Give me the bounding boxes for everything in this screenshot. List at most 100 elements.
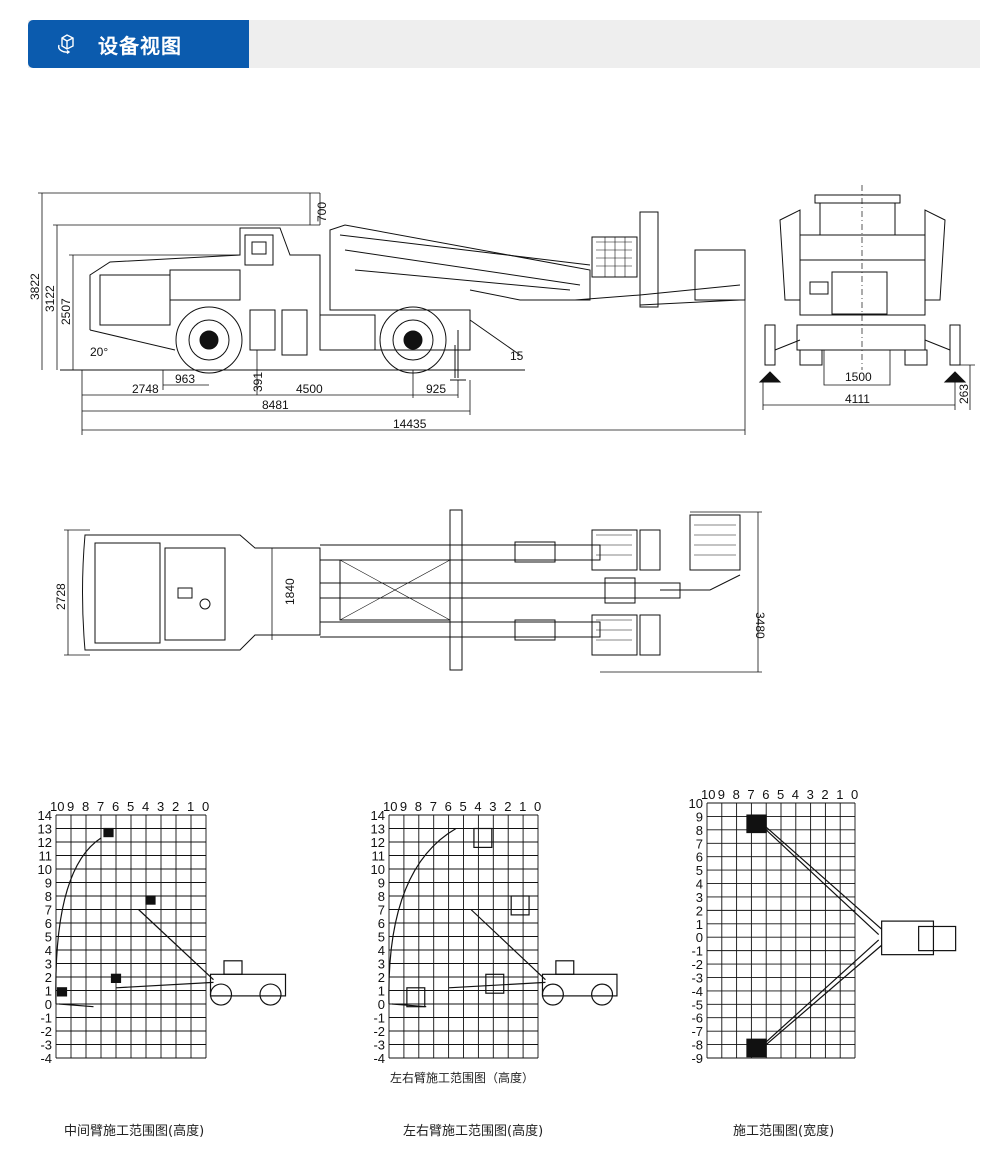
y-tick-label: -5 <box>691 997 703 1012</box>
dim-391: 391 <box>251 372 265 392</box>
x-tick-label: 8 <box>733 787 740 802</box>
y-tick-label: 11 <box>372 849 386 864</box>
top-view: 2728 1840 3480 <box>54 509 767 673</box>
x-tick-label: 10 <box>50 799 64 814</box>
x-tick-label: 1 <box>519 799 526 814</box>
boom-arms <box>758 822 883 1050</box>
x-tick-label: 4 <box>474 799 481 814</box>
y-tick-label: -8 <box>691 1038 703 1053</box>
y-tick-label: 0 <box>378 997 385 1012</box>
x-tick-label: 5 <box>777 787 784 802</box>
y-tick-label: 3 <box>45 957 52 972</box>
dim-2728: 2728 <box>54 583 68 610</box>
y-tick-label: 4 <box>696 877 703 892</box>
dim-top-700: 700 <box>315 202 329 222</box>
y-tick-label: 13 <box>38 822 52 837</box>
y-tick-label: 3 <box>378 957 385 972</box>
x-tick-label: 2 <box>504 799 511 814</box>
y-tick-label: 6 <box>378 916 385 931</box>
3d-cube-rotate-icon <box>57 34 74 55</box>
chart-caption-width: 施工范围图(宽度) <box>733 1124 835 1139</box>
y-tick-label: -1 <box>373 1011 385 1026</box>
y-tick-label: 8 <box>378 889 385 904</box>
y-tick-label: -1 <box>40 1011 52 1026</box>
boom-positions <box>391 909 546 1008</box>
y-tick-label: 9 <box>696 809 703 824</box>
x-tick-label: 6 <box>445 799 452 814</box>
section-tab: 设备视图 <box>28 20 249 68</box>
y-tick-label: 9 <box>378 876 385 891</box>
y-tick-label: 2 <box>378 970 385 985</box>
y-tick-label: -6 <box>691 1011 703 1026</box>
side-view: 3822 3122 2507 700 20° 15 963 2748 391 4… <box>28 192 746 435</box>
x-tick-label: 1 <box>836 787 843 802</box>
boom-positions <box>58 909 214 1008</box>
dim-14435: 14435 <box>393 417 427 431</box>
dim-963: 963 <box>175 372 195 386</box>
y-tick-label: 4 <box>45 943 52 958</box>
y-tick-label: -7 <box>691 1024 703 1039</box>
y-tick-label: -3 <box>691 970 703 985</box>
dim-total-height: 3822 <box>28 273 42 300</box>
y-tick-label: 8 <box>696 823 703 838</box>
x-tick-label: 0 <box>534 799 541 814</box>
y-tick-label: -9 <box>691 1051 703 1066</box>
y-tick-label: 2 <box>696 903 703 918</box>
dim-8481: 8481 <box>262 398 289 412</box>
x-tick-label: 4 <box>792 787 799 802</box>
y-tick-label: 7 <box>378 903 385 918</box>
y-tick-label: 1 <box>378 984 385 999</box>
platform-upper <box>746 814 767 834</box>
y-tick-label: 8 <box>45 889 52 904</box>
x-tick-label: 7 <box>97 799 104 814</box>
y-tick-label: 5 <box>378 930 385 945</box>
dim-2748: 2748 <box>132 382 159 396</box>
chart-inner-caption: 左右臂施工范围图（高度） <box>390 1071 535 1085</box>
dim-1840: 1840 <box>283 578 297 605</box>
y-tick-label: -2 <box>691 957 703 972</box>
x-tick-label: 9 <box>67 799 74 814</box>
x-tick-label: 5 <box>127 799 134 814</box>
platform-lower <box>746 1038 767 1058</box>
y-tick-label: 10 <box>371 862 385 877</box>
y-tick-label: -2 <box>373 1024 385 1039</box>
y-tick-label: 9 <box>45 876 52 891</box>
x-tick-label: 8 <box>82 799 89 814</box>
machine-sketch-top <box>746 814 957 1058</box>
y-tick-label: 4 <box>378 943 385 958</box>
y-tick-label: 1 <box>696 917 703 932</box>
reach-arc <box>388 827 457 1005</box>
y-tick-label: 5 <box>45 930 52 945</box>
y-tick-label: 0 <box>45 997 52 1012</box>
y-tick-label: -2 <box>40 1024 52 1039</box>
x-tick-label: 8 <box>415 799 422 814</box>
x-tick-label: 10 <box>701 787 715 802</box>
x-tick-label: 2 <box>821 787 828 802</box>
y-tick-label: -4 <box>40 1051 52 1066</box>
y-tick-label: -1 <box>691 944 703 959</box>
dim-guard-height: 3122 <box>43 285 57 312</box>
y-tick-label: -3 <box>373 1038 385 1053</box>
y-tick-label: 5 <box>696 863 703 878</box>
dim-departure-angle: 15 <box>510 349 524 363</box>
y-tick-label: 7 <box>45 903 52 918</box>
y-tick-label: 1 <box>45 984 52 999</box>
x-tick-label: 4 <box>142 799 149 814</box>
y-tick-label: 12 <box>38 835 52 850</box>
x-tick-label: 1 <box>187 799 194 814</box>
machine-sketch <box>55 827 287 1008</box>
front-view: 1500 4111 263 <box>758 185 975 410</box>
x-tick-label: 0 <box>851 787 858 802</box>
chart-caption-middle-arm: 中间臂施工范围图(高度) <box>64 1124 205 1139</box>
dim-263: 263 <box>957 384 971 404</box>
section-title: 设备视图 <box>98 33 182 58</box>
y-tick-label: -3 <box>40 1038 52 1053</box>
dim-4111: 4111 <box>845 392 870 406</box>
x-tick-label: 6 <box>762 787 769 802</box>
y-tick-label: 14 <box>38 808 52 823</box>
y-tick-label: 2 <box>45 970 52 985</box>
y-tick-label: 13 <box>371 822 385 837</box>
